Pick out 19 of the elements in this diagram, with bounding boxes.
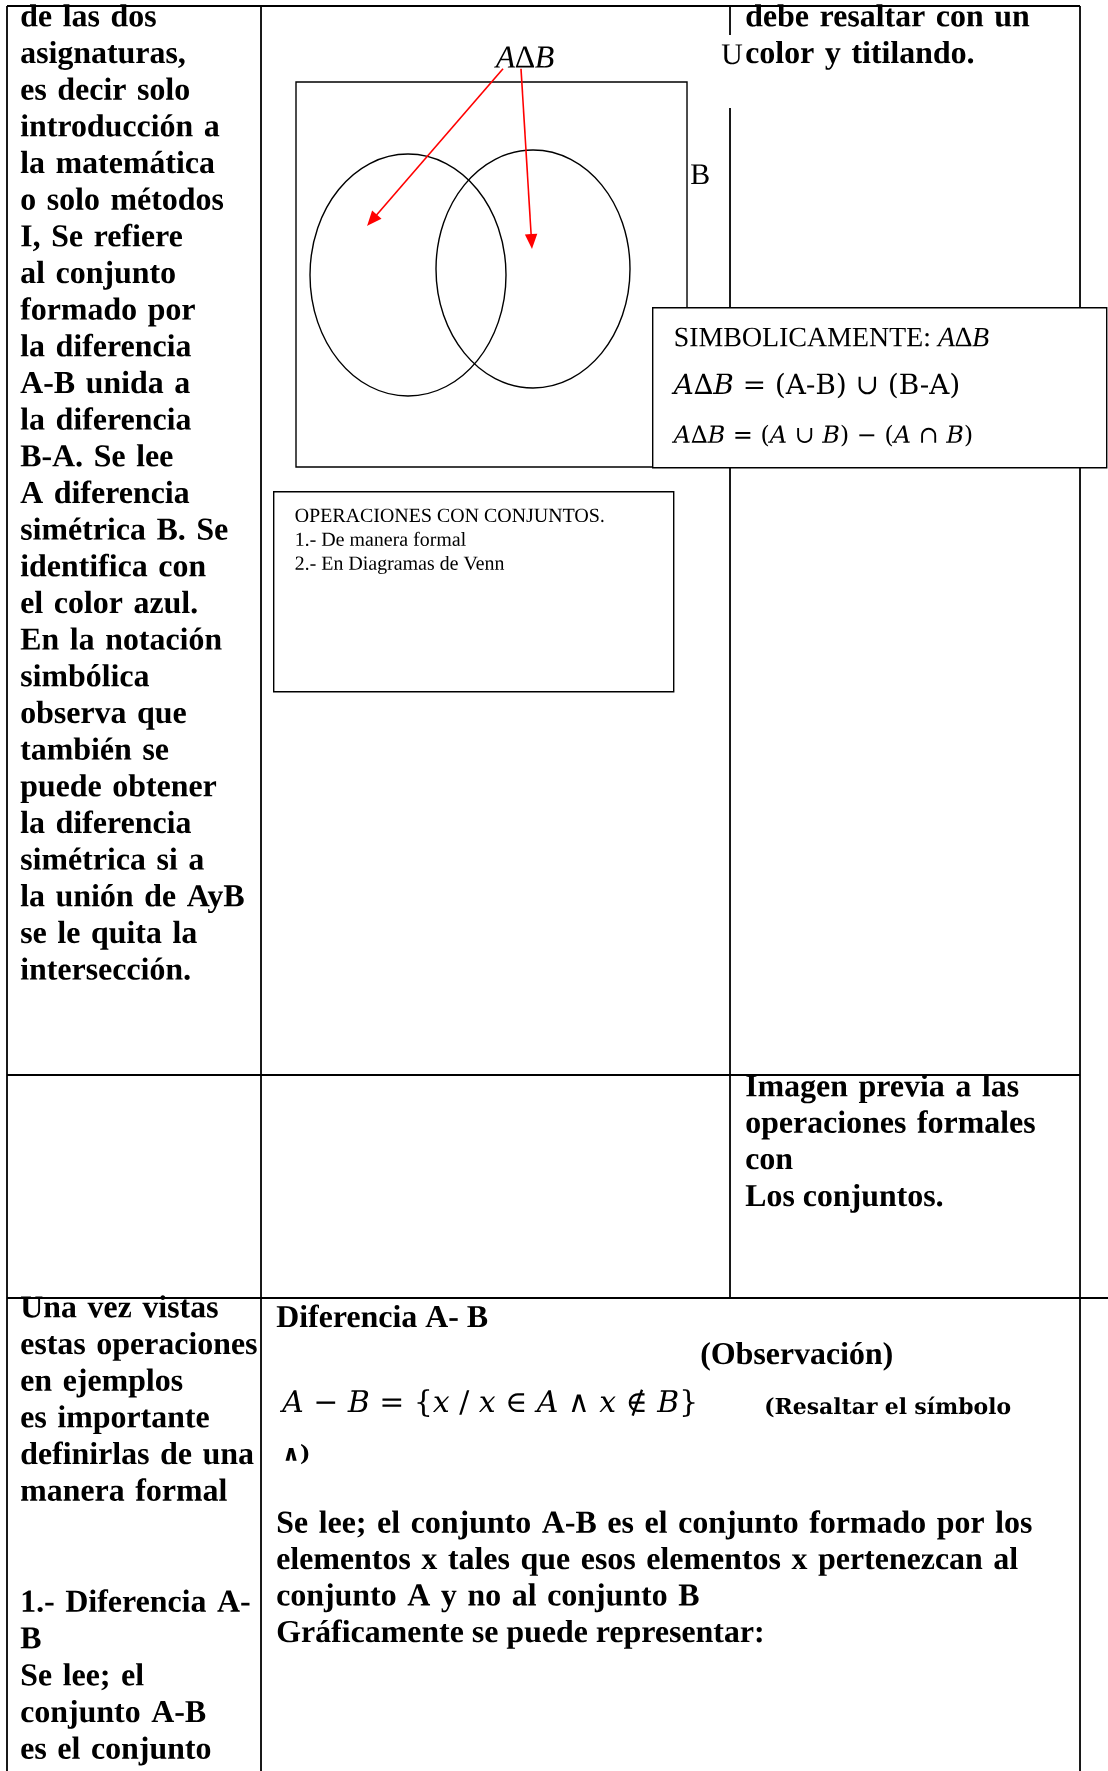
note: (Observación) bbox=[701, 1341, 892, 1371]
text-box: OPERACIONES CON CONJUNTOS. 1.- De manera formal 2.- En Diagramas de Venn bbox=[273, 491, 675, 693]
arrow bbox=[367, 67, 504, 226]
paragraph: Se lee; el conjunto A-B es el conjunto bbox=[21, 1663, 211, 1766]
heading: Diferencia A- B bbox=[276, 1304, 488, 1328]
formula-box: SIMBOLICAMENTE: A∆B A∆B = (A-B) ∪ (B-A) A∆B = (A ∪ B) − (A ∩ B) bbox=[652, 307, 1108, 469]
set-label: B bbox=[691, 164, 709, 185]
formula: A − B = {x / x ∈ A ∧ x ∉ B} bbox=[279, 1389, 695, 1417]
paragraph: Imagen previa a las operaciones formales con bbox=[746, 1074, 1035, 1170]
paragraph: Gráficamente se puede representar: bbox=[277, 1619, 762, 1649]
set-ellipse bbox=[309, 153, 507, 397]
paragraph: Los conjuntos. bbox=[745, 1183, 943, 1213]
set-ellipse bbox=[435, 149, 631, 389]
set-label: A∆B bbox=[494, 46, 554, 68]
paragraph: debe resaltar con un color y titilando. bbox=[746, 4, 1030, 70]
paragraph: de las dos asignaturas, es decir solo introducción a la matemática o solo métodos I, Se refiere al conjunto formado por la diferencia A-B unida a la diferencia B-A. Se lee A diferencia simétrica B. Se identifica con el color azul. En la notación simbólica observa que también se puede obtener la diferencia simétrica si a la unión de AyB se le quita la intersección. bbox=[20, 4, 244, 980]
set-label: U bbox=[721, 44, 743, 65]
heading: 1.- Diferencia A-B bbox=[20, 1589, 250, 1649]
paragraph: Se lee; el conjunto A-B es el conjunto formado por los elementos x tales que esos elementos x pertenezcan al conjunto A y no al conjunto B bbox=[277, 1510, 1032, 1613]
